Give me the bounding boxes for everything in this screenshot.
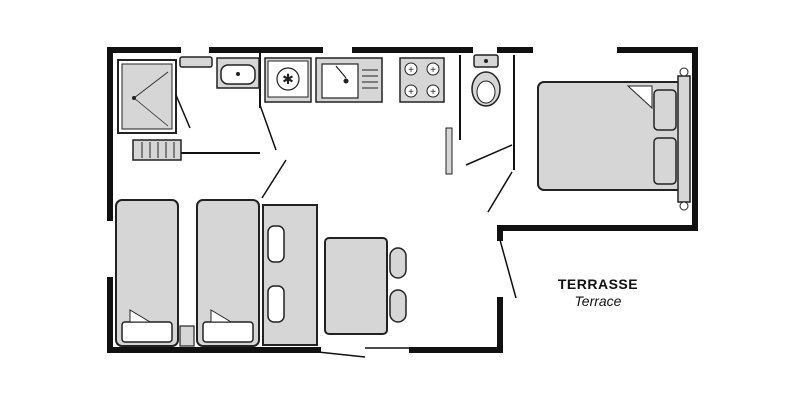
dining-table [324, 237, 407, 335]
shower [117, 59, 191, 134]
fridge: ✱ [264, 57, 312, 103]
nightstand [179, 325, 195, 347]
svg-text:✱: ✱ [282, 72, 294, 88]
single-bed-right [196, 199, 260, 347]
svg-text:+: + [408, 65, 414, 76]
svg-text:+: + [430, 65, 436, 76]
bench-seat [262, 204, 318, 346]
bathroom-sink [179, 56, 260, 89]
svg-text:+: + [430, 87, 436, 98]
towel-rail [445, 127, 453, 175]
kitchen-sink [315, 57, 383, 103]
door-swings [259, 104, 517, 358]
toilet [471, 54, 501, 107]
heater [132, 139, 182, 161]
terrace-label-translation: Terrace [574, 293, 622, 309]
terrace-label: TERRASSE [557, 276, 639, 292]
cooktop: + + + + [399, 57, 445, 103]
svg-text:+: + [408, 87, 414, 98]
single-bed-left [115, 199, 179, 347]
exterior-walls [107, 47, 698, 353]
double-bed [537, 67, 691, 211]
interior-walls [180, 50, 515, 170]
